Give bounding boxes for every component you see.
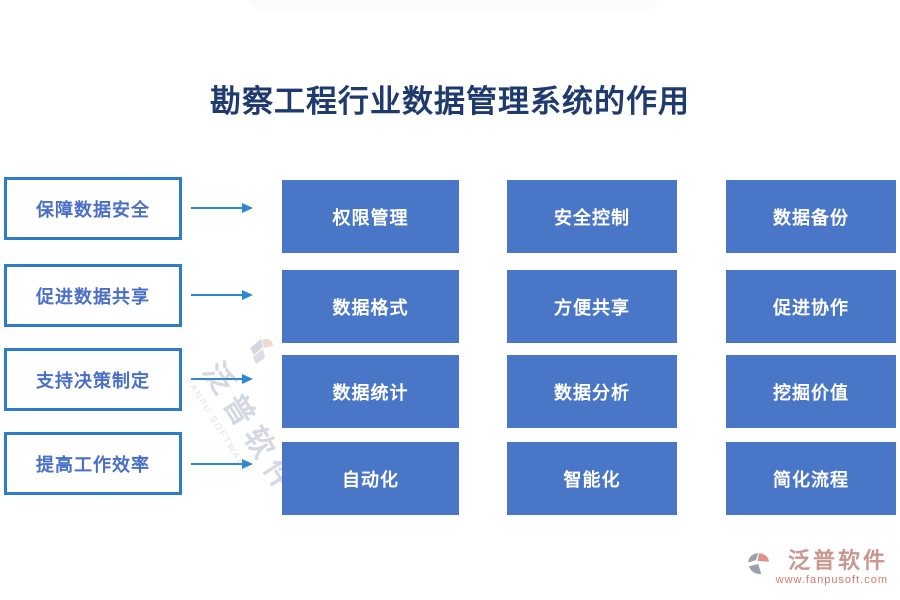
item-box: 方便共享: [507, 270, 677, 343]
item-box-text: 数据统计: [332, 382, 409, 403]
watermark-text: 泛普软件: [196, 356, 305, 504]
item-box: 智能化: [507, 442, 677, 515]
right-arrow-icon: [191, 374, 253, 384]
page-title: 勘察工程行业数据管理系统的作用: [210, 84, 690, 119]
category-label-text: 提高工作效率: [36, 454, 150, 475]
category-label-text: 保障数据安全: [36, 199, 150, 220]
item-box-text: 数据备份: [773, 207, 849, 228]
item-box: 权限管理: [282, 180, 459, 253]
fanpu-logo-icon: [246, 334, 280, 373]
item-box-text: 促进协作: [773, 297, 849, 318]
category-label-data-security: 保障数据安全: [4, 177, 182, 240]
item-box: 数据格式: [282, 270, 459, 343]
item-box-text: 安全控制: [554, 207, 630, 228]
center-watermark: 泛普软件 FANPU SOFTWARE: [184, 352, 305, 504]
item-box-text: 权限管理: [332, 207, 409, 228]
watermark-subtext: FANPU SOFTWARE: [184, 376, 252, 476]
category-label-data-sharing: 促进数据共享: [4, 264, 182, 327]
item-box-text: 数据分析: [554, 382, 630, 403]
item-box-text: 自动化: [342, 469, 399, 490]
item-box: 数据分析: [507, 355, 677, 428]
footer-logo: 泛普软件 www.fanpusoft.com: [746, 549, 888, 586]
item-box-text: 挖掘价值: [773, 382, 849, 403]
item-box-text: 方便共享: [554, 297, 630, 318]
item-box-text: 数据格式: [332, 297, 409, 318]
right-arrow-icon: [191, 459, 253, 469]
item-box: 安全控制: [507, 180, 677, 253]
item-box: 简化流程: [726, 442, 896, 515]
item-box: 挖掘价值: [726, 355, 896, 428]
footer-logo-url: www.fanpusoft.com: [775, 574, 888, 586]
item-box-text: 智能化: [563, 469, 621, 490]
footer-logo-name: 泛普软件: [787, 548, 888, 573]
right-arrow-icon: [191, 290, 253, 300]
category-label-decision-support: 支持决策制定: [4, 348, 182, 411]
top-decorative-shape: [248, 0, 660, 14]
item-box: 促进协作: [726, 270, 896, 343]
item-box: 数据统计: [282, 355, 459, 428]
item-box: 自动化: [282, 442, 459, 515]
item-box: 数据备份: [726, 180, 896, 253]
category-label-text: 促进数据共享: [36, 286, 150, 307]
fanpu-logo-icon: [746, 551, 772, 582]
category-label-work-efficiency: 提高工作效率: [4, 432, 182, 495]
category-label-text: 支持决策制定: [36, 370, 150, 391]
item-box-text: 简化流程: [773, 469, 849, 490]
right-arrow-icon: [191, 203, 253, 213]
